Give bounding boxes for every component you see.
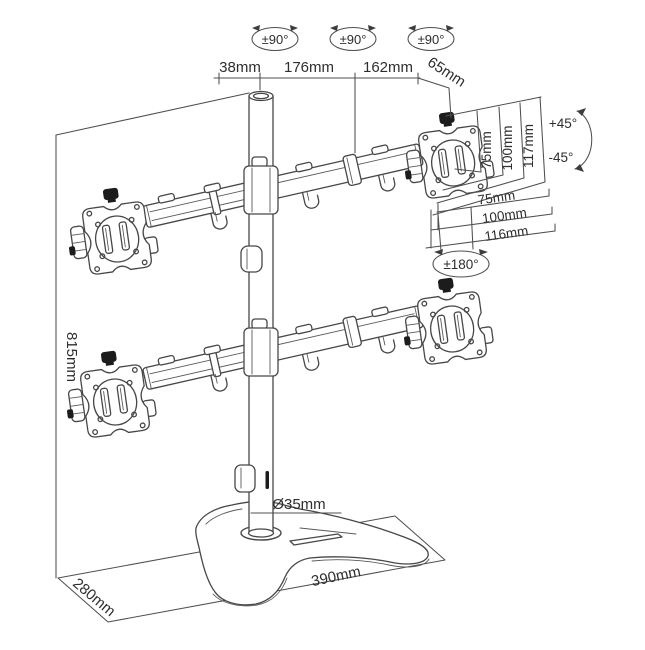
base-depth-label: 280mm <box>69 575 118 620</box>
pole-top-width-label: 38mm <box>219 59 261 76</box>
stand-height-label: 815mm <box>63 332 80 382</box>
arm-segment-inner-label: 176mm <box>284 59 334 76</box>
head-rotation-label: ±180° <box>443 257 478 272</box>
tilt-annotation: +45° -45° <box>549 108 593 172</box>
upper-arm-pole-joint <box>243 156 279 215</box>
base-width-label: 390mm <box>310 563 362 590</box>
upper-arm <box>140 137 428 246</box>
pole-diameter-label: Ø35mm <box>272 496 325 513</box>
head-rotation-badge: ±180° <box>432 206 490 278</box>
height-dimension: 815mm <box>55 92 250 579</box>
lower-arm-pole-joint <box>243 318 279 377</box>
lower-arm <box>140 299 428 408</box>
rotation-label-3: ±90° <box>418 32 445 47</box>
pole-cable-clip-upper <box>240 245 263 273</box>
vesa-plate-lower-right <box>400 272 496 366</box>
vesa-slot-width-label: 75mm <box>477 188 516 208</box>
vesa-head-offset-label: 65mm <box>424 54 468 91</box>
vesa-vertical-dimensions: 75mm 100mm 117mm <box>432 96 546 216</box>
vesa-horizontal-dimensions: 75mm 100mm 116mm <box>425 188 556 249</box>
vesa-plate-width-label: 116mm <box>484 223 530 244</box>
swivel-badge-1: ±90° <box>251 25 299 52</box>
swivel-badge-2: ±90° <box>329 25 377 52</box>
tilt-up-label: +45° <box>549 116 577 131</box>
vesa-hole-width-label: 100mm <box>481 205 528 226</box>
rotation-label-2: ±90° <box>340 32 367 47</box>
rotation-label-1: ±90° <box>262 32 289 47</box>
vesa-plate-upper-left <box>65 182 161 276</box>
vesa-hole-height-label: 100mm <box>500 125 515 170</box>
tilt-down-label: -45° <box>549 150 574 165</box>
vesa-plate-height-label: 117mm <box>521 124 536 168</box>
vesa-slot-height-label: 75mm <box>479 131 494 169</box>
arm-segment-outer-label: 162mm <box>363 59 413 76</box>
swivel-badge-3: ±90° <box>407 25 455 52</box>
pole-diameter-dimension: Ø35mm <box>250 496 342 514</box>
pole-cable-clip-lower <box>234 464 256 493</box>
